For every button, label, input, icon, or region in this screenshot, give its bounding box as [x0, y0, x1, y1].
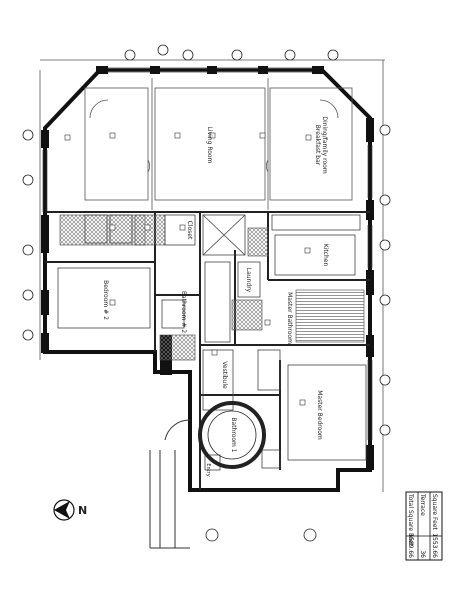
fixtures — [57, 214, 367, 471]
room-label-bedroom-2: Bedroom # 2 — [102, 280, 109, 320]
round-bathroom — [198, 401, 266, 469]
grid-markers — [22, 44, 391, 542]
area-table-value-2: 1589.66 — [407, 533, 414, 558]
room-label-breakfast-bar: Breakfast bar — [314, 125, 321, 166]
room-label-kitchen: Kitchen — [322, 244, 329, 267]
room-label-vestibule: Vestibule — [221, 361, 228, 389]
area-table: Square Feet 1553.66 Terrace 36 Total Squ… — [405, 491, 443, 561]
area-table-value-0: 1553.66 — [431, 533, 438, 558]
room-label-living-room: Living Room — [206, 127, 213, 164]
windows — [42, 67, 373, 440]
room-tags — [64, 132, 312, 406]
north-arrow: N — [53, 499, 87, 521]
area-table-label-1: Terrace — [419, 493, 426, 516]
entry-door — [149, 419, 191, 549]
room-label-master-bedroom: Master Bedroom — [316, 390, 323, 440]
north-arrow-label: N — [78, 504, 87, 517]
living-area-furniture — [84, 78, 353, 210]
room-label-entry: Entry — [205, 463, 211, 476]
room-label-bathroom-1: Bathroom 1 — [230, 417, 237, 452]
frame-lines — [39, 59, 385, 492]
room-label-closet: Closet — [186, 221, 193, 240]
room-label-master-bathroom: Master Bathroom — [286, 292, 293, 344]
room-label-bathroom-2: Bathroom # 2 — [180, 291, 187, 333]
room-label-dining-family-room: Dining/family room — [321, 116, 328, 173]
area-table-value-1: 36 — [419, 550, 426, 558]
room-label-laundry: Laundry — [245, 268, 252, 293]
area-table-label-2: Total Square Feet — [407, 493, 414, 546]
area-table-label-0: Square Feet — [431, 494, 438, 531]
room-labels: Living Room Breakfast bar Dining/family … — [102, 116, 329, 476]
tiled-floors — [59, 214, 365, 361]
